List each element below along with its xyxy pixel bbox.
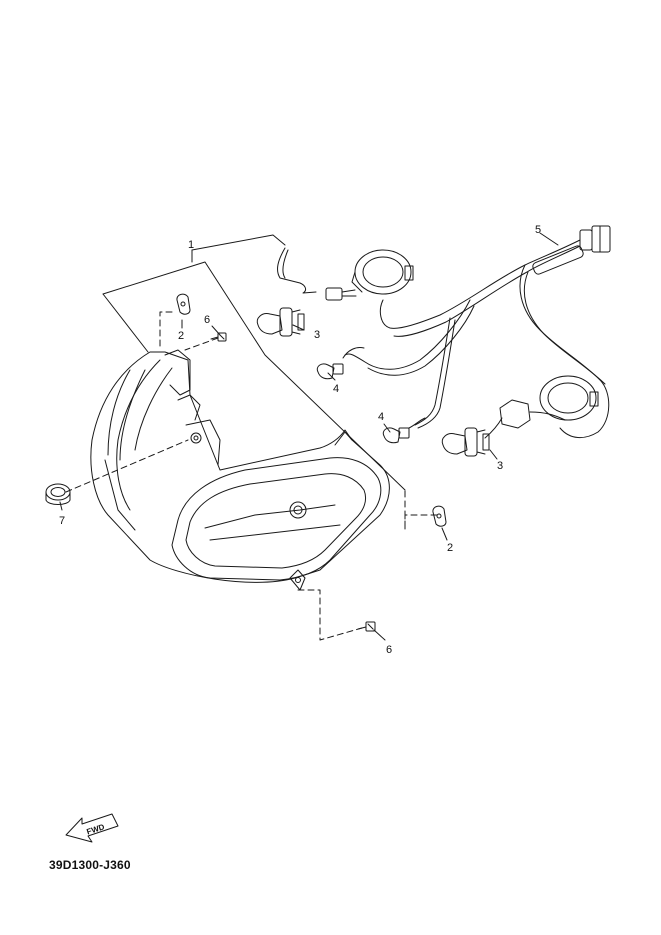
fwd-arrow-icon: [65, 813, 119, 843]
screw-part-6-upper: [210, 332, 227, 342]
callout-6-upper: 6: [204, 314, 210, 326]
callout-2-upper: 2: [178, 330, 184, 342]
callout-3-lower: 3: [497, 460, 503, 472]
assembly-bracket: [102, 234, 406, 491]
callout-5: 5: [535, 224, 541, 236]
headlight-housing: [90, 349, 390, 591]
small-bulb-part-4-upper: [316, 363, 344, 380]
grommet-part-7: [45, 483, 71, 505]
fwd-label: FWD: [86, 822, 106, 836]
callout-2-lower: 2: [447, 542, 453, 554]
screw-part-6-lower: [357, 621, 376, 632]
leader-lines: [65, 311, 438, 641]
callout-4-upper: 4: [333, 383, 339, 395]
callout-4-lower: 4: [378, 411, 384, 423]
callout-6-lower: 6: [386, 644, 392, 656]
clip-part-2-lower: [432, 505, 447, 527]
diagram-code: 39D1300-J360: [49, 858, 131, 872]
small-bulb-part-4-lower: [382, 427, 410, 444]
bulb-part-3-lower: [441, 427, 490, 457]
spring-hook: [277, 247, 317, 294]
callout-1: 1: [188, 239, 194, 251]
clip-part-2-upper: [176, 293, 191, 315]
wire-harness-part-5: [325, 225, 611, 439]
callout-3-upper: 3: [314, 329, 320, 341]
callout-7: 7: [59, 515, 65, 527]
bulb-part-3-upper: [256, 307, 305, 337]
